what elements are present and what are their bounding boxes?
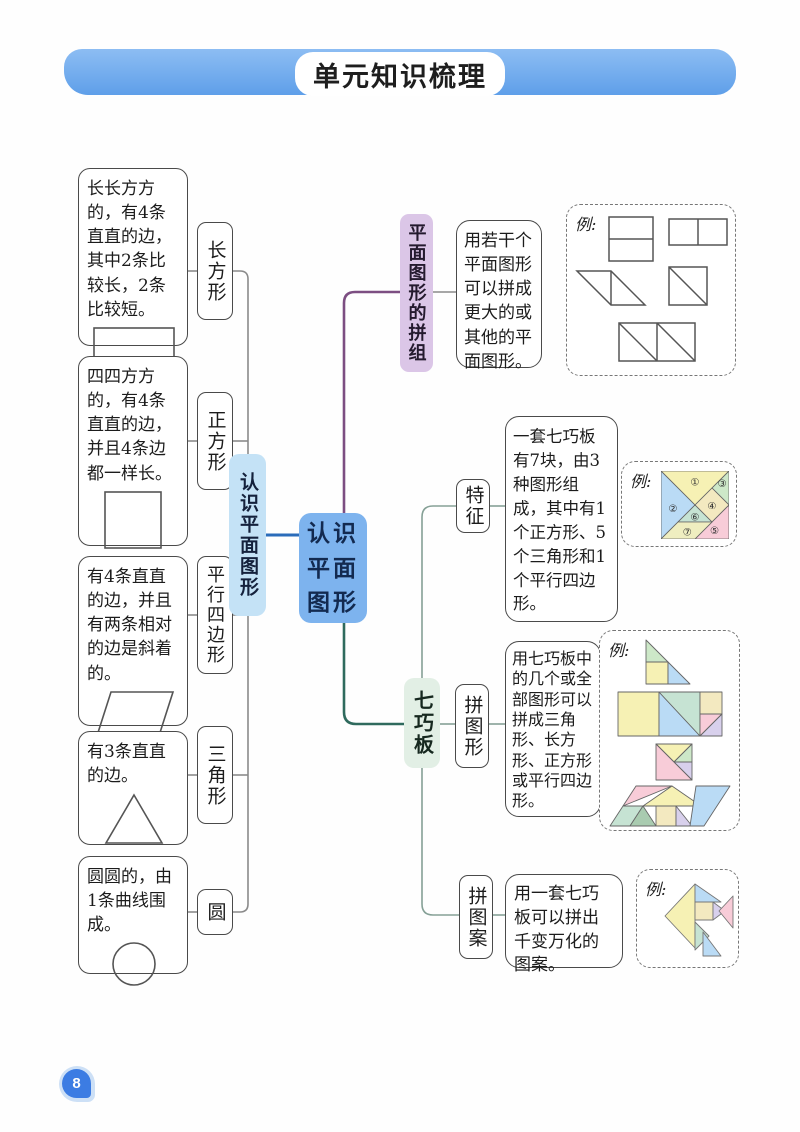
tezheng-desc-box: 一套七巧板有7块，由3种图形组成，其中有1个正方形、5个三角形和1个平行四边形。 bbox=[505, 416, 618, 622]
pinzu-example-figures bbox=[575, 216, 728, 362]
left-branch-node: 认识平面图形 bbox=[229, 454, 266, 616]
central-topic-node: 认识 平面 图形 bbox=[299, 513, 367, 623]
tangram-piece-2: ② bbox=[668, 504, 677, 515]
pintuan-example-label: 例: bbox=[645, 880, 667, 899]
pinzu-branch-node: 平面图形的拼组 bbox=[400, 214, 433, 372]
qiqiaoban-sub-lines bbox=[421, 505, 505, 916]
rectangle-desc-box: 长长方方的，有4条直直的边，其中2条比较长，2条比较短。 bbox=[78, 168, 188, 367]
tangram-piece-6: ⑥ bbox=[690, 512, 699, 523]
pintuxing-label: 拼图形 bbox=[455, 684, 489, 768]
pinzu-example-box: 例: bbox=[566, 204, 736, 376]
rectangle-desc: 长长方方的，有4条直直的边，其中2条比较长，2条比较短。 bbox=[87, 179, 172, 320]
shape-label-circle: 圆 bbox=[197, 889, 233, 935]
pintuxing-example-figures bbox=[609, 639, 731, 827]
square-figure bbox=[103, 490, 162, 549]
tangram-piece-5: ⑤ bbox=[710, 526, 719, 537]
shape-label-parallelogram: 平行四边形 bbox=[197, 556, 233, 674]
pinzu-desc-box: 用若干个平面图形可以拼成更大的或其他的平面图形。 bbox=[456, 220, 542, 372]
tezheng-example-box: 例: ① ② ③ ④ ⑤ ⑥ ⑦ bbox=[621, 461, 737, 547]
parallelogram-desc: 有4条直直的边，并且有两条相对的边是斜着的。 bbox=[87, 567, 172, 684]
qiqiaoban-link bbox=[342, 623, 404, 726]
tangram-piece-1: ① bbox=[690, 477, 699, 488]
tezheng-label: 特征 bbox=[456, 479, 490, 533]
pintuxing-desc-box: 用七巧板中的几个或全部图形可以拼成三角形、长方形、正方形或平行四边形。 bbox=[505, 641, 601, 817]
shape-label-square: 正方形 bbox=[197, 392, 233, 490]
pintuan-label: 拼图案 bbox=[459, 875, 493, 959]
tangram-piece-7: ⑦ bbox=[683, 528, 692, 539]
parallelogram-desc-box: 有4条直直的边，并且有两条相对的边是斜着的。 bbox=[78, 556, 188, 743]
pintuxing-example-box: 例: bbox=[599, 630, 740, 831]
tangram-piece-3: ③ bbox=[718, 479, 727, 490]
triangle-desc: 有3条直直的边。 bbox=[87, 742, 166, 787]
pintuan-desc-box: 用一套七巧板可以拼出千变万化的图案。 bbox=[505, 874, 623, 975]
square-desc-box: 四四方方的，有4条直直的边，并且4条边都一样长。 bbox=[78, 356, 188, 549]
circle-figure bbox=[111, 942, 156, 987]
page-number-badge: 8 bbox=[62, 1069, 91, 1098]
page-title: 单元知识梳理 bbox=[313, 61, 487, 92]
pinzu-example-label: 例: bbox=[575, 215, 597, 234]
triangle-figure bbox=[104, 793, 163, 845]
tangram-fish-figure bbox=[664, 883, 734, 957]
triangle-desc-box: 有3条直直的边。 bbox=[78, 731, 188, 845]
shape-label-rectangle: 长方形 bbox=[197, 222, 233, 320]
header-title-pill: 单元知识梳理 bbox=[295, 52, 505, 96]
pinzu-link bbox=[342, 290, 400, 513]
circle-desc-box: 圆圆的，由1条曲线围成。 bbox=[78, 856, 188, 987]
qiqiaoban-branch-node: 七巧板 bbox=[404, 678, 440, 768]
tangram-piece-4: ④ bbox=[707, 501, 716, 512]
shape-label-triangle: 三角形 bbox=[197, 726, 233, 824]
square-desc: 四四方方的，有4条直直的边，并且4条边都一样长。 bbox=[87, 367, 172, 484]
tezheng-example-label: 例: bbox=[630, 472, 652, 491]
tangram-figure: ① ② ③ ④ ⑤ ⑥ ⑦ bbox=[661, 471, 729, 539]
circle-desc: 圆圆的，由1条曲线围成。 bbox=[87, 867, 172, 936]
pintuan-example-box: 例: bbox=[636, 869, 739, 968]
pintuxing-example-label: 例: bbox=[608, 641, 630, 660]
